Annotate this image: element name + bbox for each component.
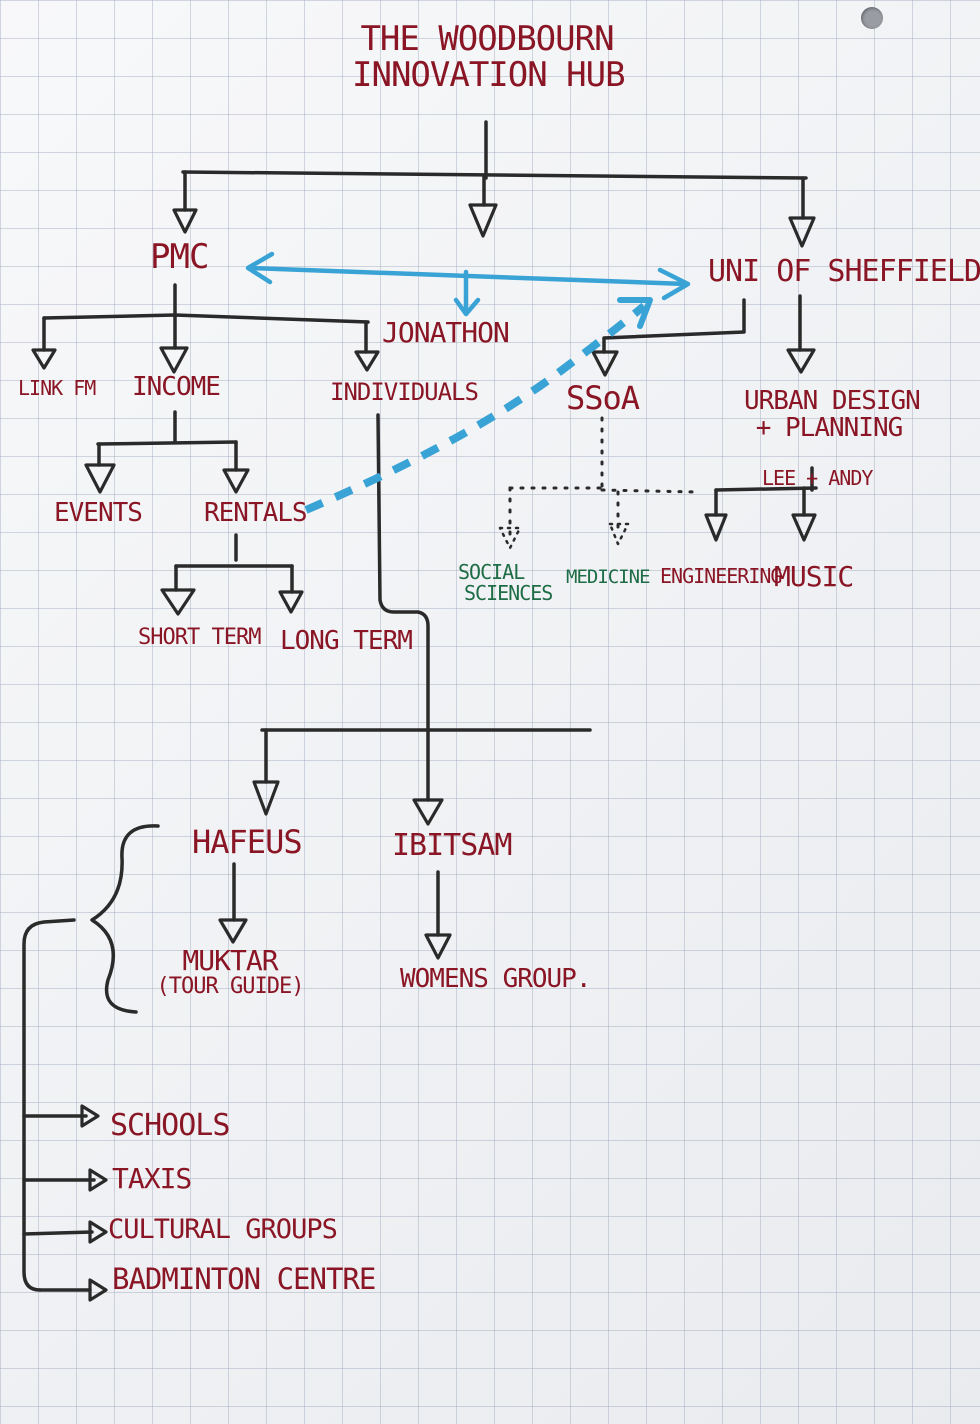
arrow-pmc (172, 208, 198, 234)
arrow-events (84, 463, 116, 494)
arrow-hafeus (252, 780, 280, 816)
income-bar (96, 440, 238, 446)
arrow-rentals (222, 468, 250, 494)
node-short-term: SHORT TERM (138, 625, 261, 650)
node-medicine: MEDICINE (566, 566, 651, 588)
node-pmc: PMC (150, 237, 209, 277)
arrow-cultural (88, 1220, 108, 1244)
curly-bracket (90, 824, 160, 1014)
bracket-link (22, 918, 76, 1292)
node-income: INCOME (132, 372, 221, 402)
blue-dashed-head (617, 297, 653, 329)
arrow-individuals (354, 350, 380, 372)
arrow-womens (424, 933, 452, 960)
arrow-uni (788, 216, 816, 248)
arrow-longterm (278, 590, 304, 614)
node-lee-andy: LEE + ANDY (762, 466, 873, 490)
punch-hole (861, 7, 883, 29)
node-badminton-centre: BADMINTON CENTRE (112, 1262, 376, 1296)
arrow-engineering (704, 513, 728, 542)
node-music: MUSIC (774, 560, 854, 593)
urban-line-2: + PLANNING (755, 413, 904, 444)
arrow-badminton (88, 1278, 108, 1302)
node-womens-group: WOMENS GROUP. (400, 964, 591, 994)
title-line-2: INNOVATION HUB (352, 54, 626, 95)
blue-down-head (453, 297, 481, 317)
social-line-2: SCIENCES (464, 581, 553, 605)
node-muktar: MUKTAR (TOUR GUIDE) (140, 944, 320, 1000)
muktar-line-2: (TOUR GUIDE) (156, 974, 305, 1000)
node-uni-of-sheffield: UNI OF SHEFFIELD (708, 254, 980, 289)
node-cultural-groups: CULTURAL GROUPS (108, 1214, 338, 1245)
node-urban-design-planning: URBAN DESIGN + PLANNING (744, 386, 921, 444)
pmc-bar (42, 313, 370, 324)
dotted-arrow-social (498, 526, 522, 550)
uni-left-bracket (602, 298, 746, 354)
node-ibitsam: IBITSAM (392, 828, 512, 863)
arrow-urban (786, 348, 816, 374)
node-taxis: TAXIS (112, 1162, 192, 1195)
arrow-muktar (218, 918, 248, 944)
blue-arrowhead-left (245, 251, 275, 285)
node-jonathon: JONATHON (382, 316, 510, 349)
arrow-schools (80, 1104, 100, 1128)
arrow-jonathon (468, 203, 498, 238)
node-long-term: LONG TERM (280, 626, 413, 656)
arrow-music (791, 513, 817, 542)
node-hafeus: HAFEUS (192, 823, 303, 861)
node-social-sciences: SOCIAL SCIENCES (458, 560, 553, 605)
node-events: EVENTS (54, 498, 143, 528)
node-engineering: ENGINEERING (660, 564, 782, 588)
arrow-linkfm (31, 348, 57, 370)
diagram-title: THE WOODBOURN INNOVATION HUB (352, 19, 626, 95)
ssoa-dotted-bar-right (600, 488, 698, 494)
node-individuals: INDIVIDUALS (330, 378, 479, 406)
urban-bar (714, 486, 818, 492)
urban-line-1: URBAN DESIGN (744, 386, 921, 416)
social-line-1: SOCIAL (458, 560, 525, 584)
blue-arrowhead-right (657, 267, 691, 301)
individuals-long-line (376, 413, 430, 802)
arrow-shortterm (160, 588, 196, 616)
dotted-arrow-medicine (608, 522, 630, 546)
muktar-line-1: MUKTAR (182, 944, 278, 977)
node-rentals: RENTALS (204, 498, 308, 528)
title-line-1: THE WOODBOURN (360, 19, 614, 59)
arrow-income (159, 346, 189, 374)
arrow-ssoa (591, 350, 619, 377)
node-link-fm: LINK FM (18, 376, 96, 400)
top-bar (181, 170, 808, 180)
blue-dashed-link (304, 302, 647, 514)
node-ssoa: SSoA (566, 379, 640, 417)
node-schools: SCHOOLS (110, 1108, 230, 1143)
arrow-ibitsam (412, 798, 444, 826)
arrow-taxis (88, 1168, 108, 1192)
branch-cultural (22, 1230, 94, 1236)
